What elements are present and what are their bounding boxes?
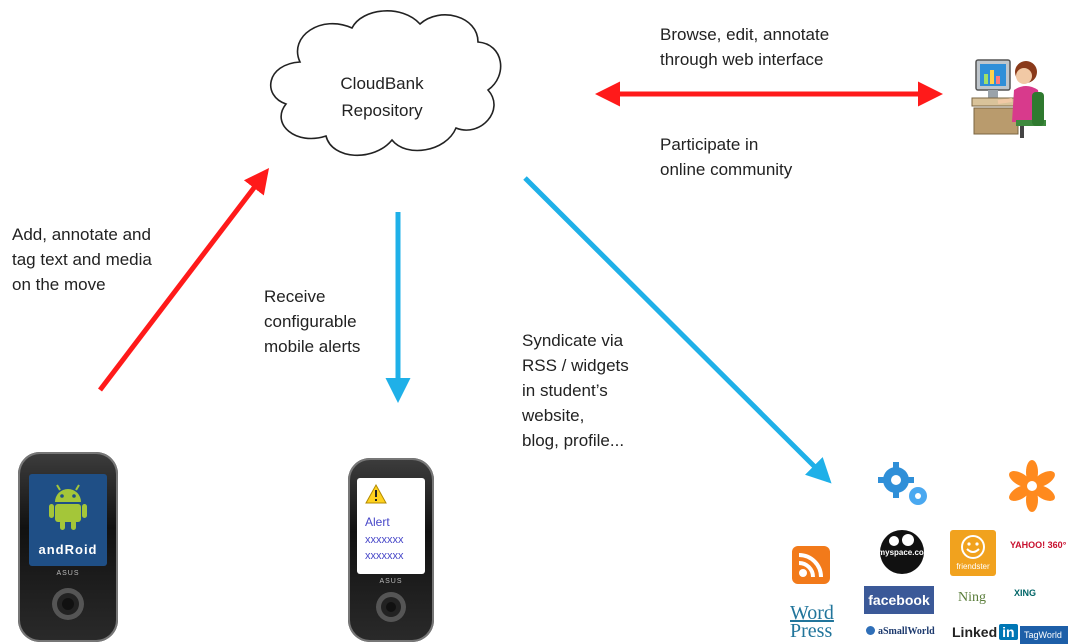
xing-logo: XING: [1014, 588, 1037, 598]
cloud-label-line2: Repository: [341, 101, 423, 120]
wordpress-word: Word: [790, 602, 834, 624]
label-syndicate-line1: Syndicate via: [522, 331, 624, 350]
label-participate-line2: online community: [660, 160, 793, 179]
arrow-syndicate: [523, 176, 832, 484]
arrow-upload: [98, 168, 270, 392]
asmallworld-logo: aSmallWorld: [866, 626, 935, 637]
alert-text-line1: xxxxxxx: [365, 534, 404, 546]
label-receive: Receive configurable mobile alerts: [264, 284, 360, 359]
label-syndicate: Syndicate via RSS / widgets in student’s…: [522, 328, 629, 453]
label-syndicate-line2: RSS / widgets: [522, 356, 629, 375]
phone-nav-wheel: [376, 592, 406, 622]
label-browse: Browse, edit, annotate through web inter…: [660, 22, 829, 72]
wordpress-press: Press: [790, 620, 833, 642]
label-browse-line1: Browse, edit, annotate: [660, 25, 830, 44]
label-browse-line2: through web interface: [660, 50, 824, 69]
linkedin-in: in: [999, 624, 1018, 640]
asmallworld-text: aSmallWorld: [878, 626, 935, 637]
alert-title: Alert: [365, 515, 390, 529]
label-add-line1: Add, annotate and: [12, 225, 151, 244]
label-syndicate-line5: blog, profile...: [522, 431, 625, 450]
android-screen: andRoid: [29, 474, 107, 566]
gears-icon: [878, 462, 927, 505]
label-syndicate-line3: in student’s: [522, 381, 608, 400]
ning-logo: Ning: [958, 590, 986, 605]
cloud-label: CloudBank Repository: [312, 70, 452, 124]
android-wordmark: andRoid: [38, 542, 98, 557]
linkedin-linked: Linked: [952, 624, 998, 640]
phone-brand: ASUS: [379, 578, 403, 585]
alert-phone: Alert xxxxxxx xxxxxxx ASUS: [348, 458, 434, 642]
wordpress-logo: Word Press: [790, 602, 834, 642]
tagworld-logo: TagWorld: [1020, 626, 1068, 644]
warning-icon: [365, 484, 387, 504]
alert-text-line2: xxxxxxx: [365, 550, 404, 562]
android-robot-icon: [49, 484, 87, 530]
myspace-logo: myspace.com: [872, 528, 932, 578]
phone-brand: ASUS: [56, 570, 80, 577]
smiley-icon: [961, 535, 985, 559]
label-syndicate-line4: website,: [522, 406, 585, 425]
label-receive-line3: mobile alerts: [264, 337, 361, 356]
friendster-text: friendster: [956, 562, 990, 571]
globe-icon: [866, 626, 875, 635]
cloud-label-line1: CloudBank: [340, 74, 424, 93]
cloud-shape: [269, 10, 502, 157]
label-participate-line1: Participate in: [660, 135, 759, 154]
rss-icon: [792, 546, 830, 584]
friendster-logo: friendster: [950, 530, 996, 576]
label-receive-line1: Receive: [264, 287, 326, 306]
android-phone: andRoid ASUS: [18, 452, 118, 642]
facebook-logo: facebook: [864, 586, 934, 614]
computer-user-icon: [971, 59, 1046, 138]
alert-screen: Alert xxxxxxx xxxxxxx: [357, 478, 425, 574]
yahoo-logo: YAHOO! 360°: [1010, 540, 1067, 550]
flower-logo-icon: [1009, 460, 1055, 512]
label-receive-line2: configurable: [264, 312, 357, 331]
myspace-icon: [880, 530, 924, 574]
label-add: Add, annotate and tag text and media on …: [12, 222, 152, 297]
label-add-line2: tag text and media: [12, 250, 152, 269]
label-participate: Participate in online community: [660, 132, 792, 182]
myspace-text: myspace.com: [878, 548, 931, 557]
label-add-line3: on the move: [12, 275, 106, 294]
phone-nav-wheel: [52, 588, 84, 620]
